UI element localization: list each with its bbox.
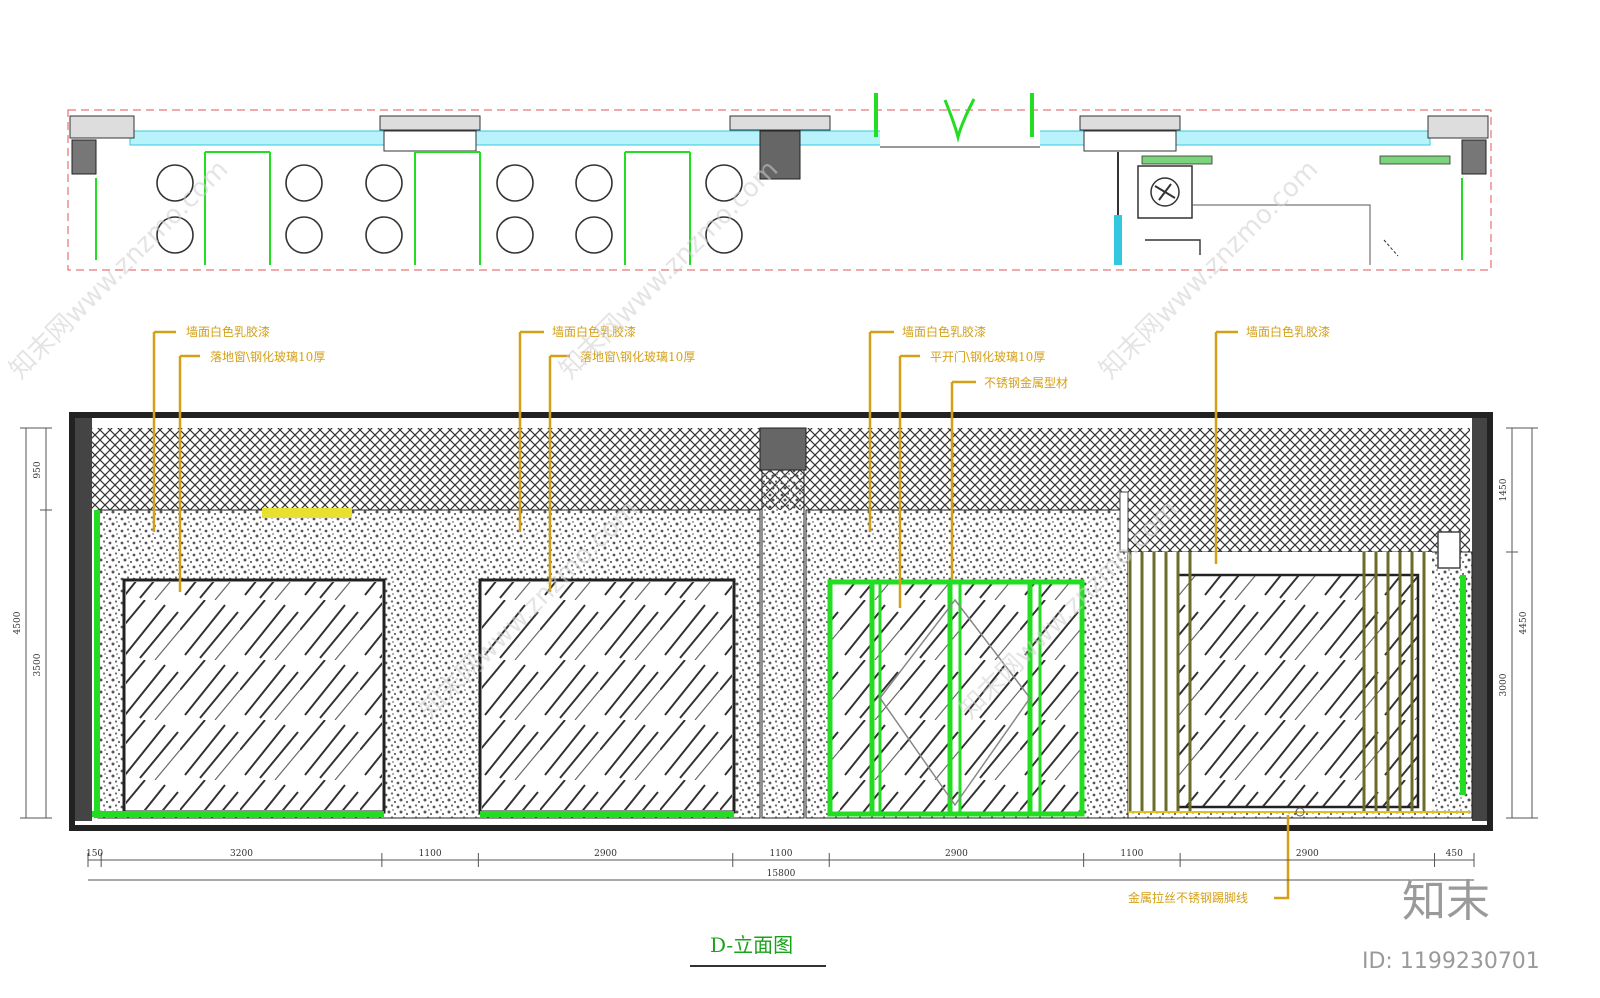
dim-right-total: 4450 — [1519, 611, 1529, 634]
dim-right-top: 1450 — [1499, 478, 1509, 501]
dim-segment-label: 2900 — [945, 849, 968, 859]
floor-trim-2 — [480, 811, 734, 817]
callout-skirting: 金属拉丝不锈钢踢脚线 — [1128, 890, 1248, 905]
slatted-window — [1119, 491, 1466, 812]
dim-segment-label: 450 — [1446, 849, 1463, 859]
dim-segment-label: 1100 — [1120, 849, 1143, 859]
callout-steel-profile: 不锈钢金属型材 — [984, 375, 1068, 390]
dim-segment-label: 2900 — [594, 849, 617, 859]
highlight-mark — [262, 508, 352, 518]
door-leaf-right — [1030, 93, 1034, 137]
plan-boundary — [67, 109, 1492, 271]
column — [761, 469, 805, 819]
callout-wall-paint-1: 墙面白色乳胶漆 — [186, 324, 270, 339]
dimension-lines — [20, 427, 1538, 881]
dim-left-total: 4500 — [13, 611, 23, 634]
left-green-trim — [94, 510, 100, 818]
dim-left-top: 950 — [33, 461, 43, 478]
door-leaf-left — [874, 93, 878, 137]
callout-window-1: 落地窗\钢化玻璃10厚 — [210, 350, 325, 364]
floor-plan — [67, 93, 1492, 271]
dim-total: 15800 — [767, 869, 796, 879]
callout-labels: 墙面白色乳胶漆 落地窗\钢化玻璃10厚 墙面白色乳胶漆 落地窗\钢化玻璃10厚 … — [186, 324, 1330, 905]
brand-logo: 知末 — [1402, 876, 1490, 927]
dim-segment-label: 150 — [86, 849, 103, 859]
leader-lines — [152, 330, 1290, 900]
plan-door-opening — [880, 129, 1040, 147]
callout-wall-paint-3: 墙面白色乳胶漆 — [902, 324, 986, 339]
plan-partitions — [95, 151, 1463, 265]
callout-wall-paint-2: 墙面白色乳胶漆 — [552, 324, 636, 339]
plan-equipment — [1114, 152, 1451, 265]
plan-chairs — [156, 164, 743, 254]
dim-segment-label: 3200 — [230, 849, 253, 859]
dim-right-mid: 3000 — [1499, 673, 1509, 696]
drawing-title: D-立面图 — [710, 933, 793, 957]
plan-columns — [69, 115, 1489, 180]
dim-left-mid: 3500 — [33, 653, 43, 676]
dim-segment-label: 1100 — [419, 849, 442, 859]
column-cap — [759, 427, 807, 471]
floor-trim-1 — [92, 811, 384, 817]
dim-segment-label: 2900 — [1296, 849, 1319, 859]
vertical-dimension-labels: 950 3500 4500 1450 3000 4450 — [13, 461, 1529, 696]
image-id: ID: 1199230701 — [1362, 949, 1540, 974]
elevation — [69, 412, 1493, 831]
right-wall-strip — [1472, 418, 1487, 821]
callout-window-2: 落地窗\钢化玻璃10厚 — [580, 350, 695, 364]
glass-door — [827, 579, 1085, 817]
dimension-labels: 150 3200 1100 2900 1100 2900 1100 2900 450 — [86, 849, 1463, 859]
left-wall-strip — [75, 418, 92, 821]
callout-door: 平开门\钢化玻璃10厚 — [930, 349, 1045, 364]
callout-wall-paint-4: 墙面白色乳胶漆 — [1246, 324, 1330, 339]
dim-segment-label: 1100 — [770, 849, 793, 859]
